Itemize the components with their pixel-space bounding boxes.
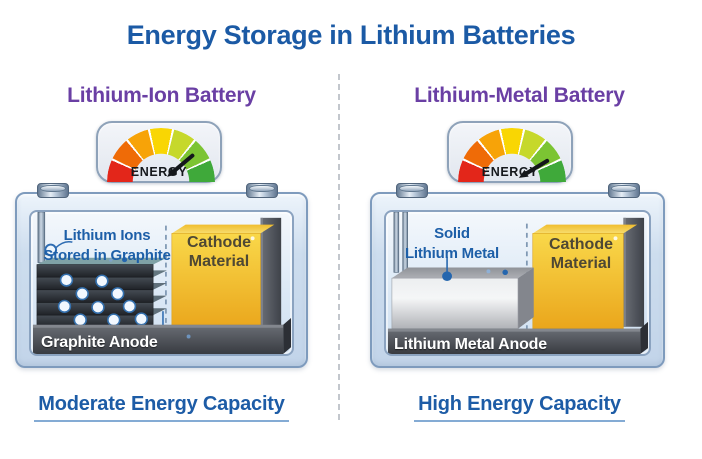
gauge-label: ENERGY [130,165,188,179]
terminal-cap [40,185,66,192]
cathode-collector-plate [260,217,282,327]
cathode-material-label: Cathode Material [177,234,261,272]
anode-material-label: Solid Lithium Metal [390,224,514,263]
cathode-block [532,224,638,330]
battery-terminal [37,183,69,198]
label-line2: Material [188,252,250,270]
page-title: Energy Storage in Lithium Batteries [126,20,576,50]
anode-bar-label: Lithium Metal Anode [394,336,547,353]
battery-cavity: Solid Lithium Metal Cathode Material Lit… [384,210,651,356]
battery-container-lithium-ion: Lithium Ions Stored in Graphite Cathode … [15,183,308,368]
left-panel-subtitle: Lithium-Ion Battery [67,84,256,107]
label-line2: Stored in Graphite [43,246,171,264]
lithium-metal-block [391,267,534,330]
label-leader [442,256,508,282]
terminal-cap [399,185,425,192]
caption-text: Moderate Energy Capacity [34,393,289,422]
battery-cavity: Lithium Ions Stored in Graphite Cathode … [29,210,294,356]
energy-gauge-left: ENERGY [96,121,222,183]
anode-bar [32,318,292,354]
lithium-metal-cell-illustration [387,212,649,354]
left-capacity-caption: Moderate Energy Capacity [15,393,308,422]
anode-bar [387,321,649,354]
right-panel-subtitle: Lithium-Metal Battery [414,84,625,107]
label-line1: Solid [434,225,470,242]
terminal-cap [611,185,637,192]
label-line2: Material [550,254,612,272]
label-line1: Cathode [549,236,613,253]
cathode-collector-plate [623,217,645,327]
label-line1: Lithium Ions [63,227,151,244]
battery-container-lithium-metal: Solid Lithium Metal Cathode Material Lit… [370,183,665,368]
lithium-ion-cell-illustration [32,212,292,354]
battery-terminal [246,183,278,198]
label-line2: Lithium Metal [404,244,500,262]
battery-terminal [608,183,640,198]
gauge-label: ENERGY [481,165,539,179]
center-divider-line [338,74,340,420]
cathode-block [171,224,275,330]
right-capacity-caption: High Energy Capacity [372,393,667,422]
anode-material-label: Lithium Ions Stored in Graphite [33,226,181,265]
caption-text: High Energy Capacity [414,393,625,422]
lithium-ion-dots [57,273,149,327]
battery-terminal [396,183,428,198]
cathode-material-label: Cathode Material [539,236,623,274]
anode-bar-label: Graphite Anode [41,334,158,351]
label-line1: Cathode [187,234,251,251]
energy-gauge-right: ENERGY [447,121,573,183]
terminal-cap [249,185,275,192]
